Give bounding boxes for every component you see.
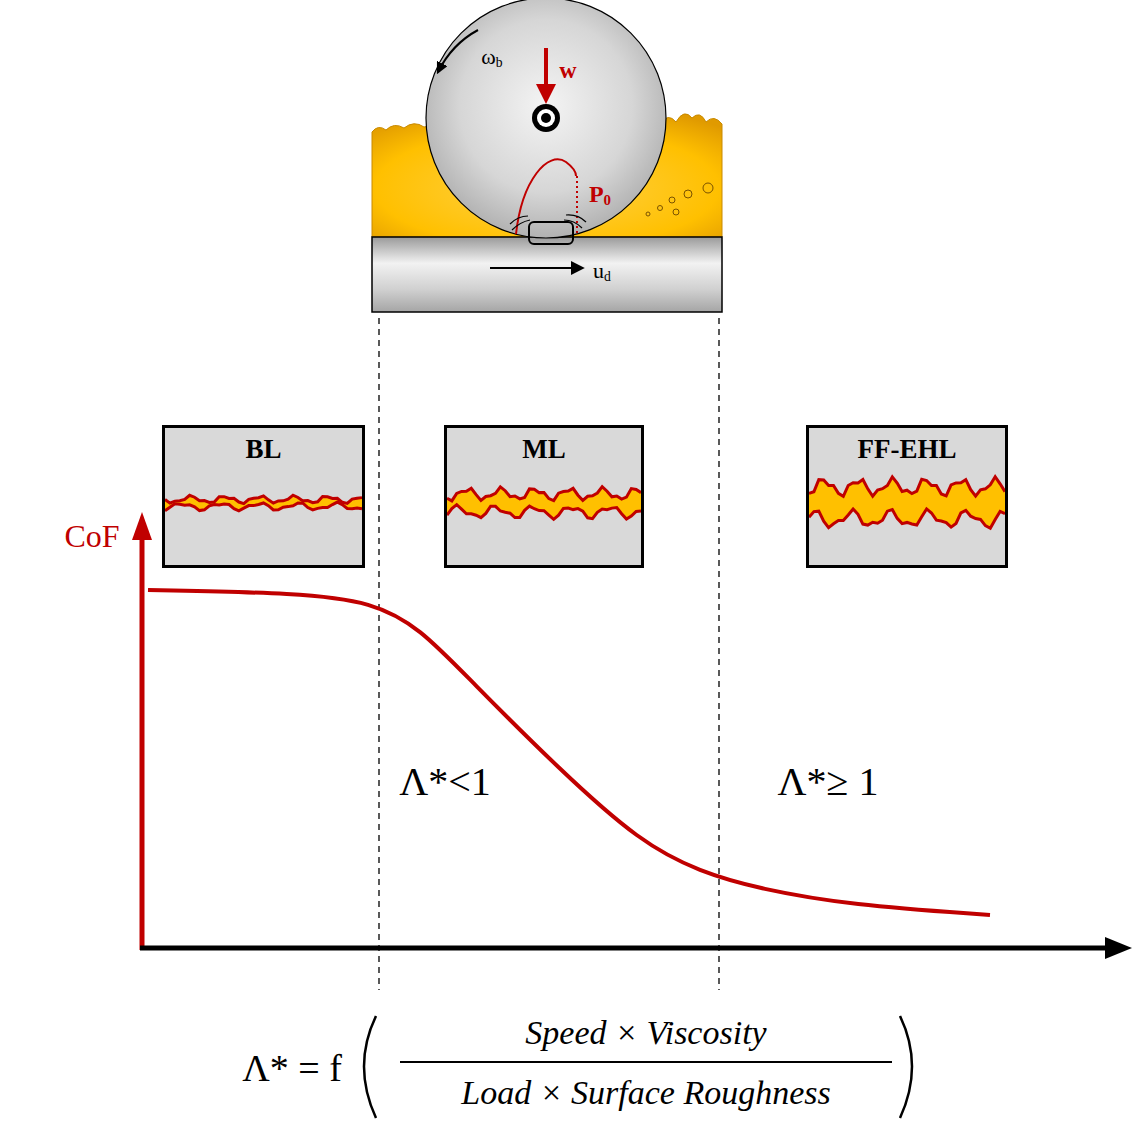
regime-label: Λ*≥ 1 [778,762,879,802]
formula-denominator: Load × Surface Roughness [461,1076,831,1110]
regime-box: BL [162,425,365,568]
rotation-arrow [438,30,478,72]
lubricant-film [809,477,1005,529]
regime-boundary [718,318,719,990]
lubricant-film [165,495,362,511]
y-axis [140,530,145,950]
y-axis-head [132,512,152,540]
regime-box: FF-EHL [806,425,1008,568]
surface-profile [809,477,1005,497]
surface-profile [165,502,362,511]
regime-label: Λ*<1 [399,762,491,802]
regime-panel [444,425,644,568]
rotation-label: ωb [481,46,502,70]
ball-hub [537,109,555,127]
friction-curve [148,590,990,915]
regime-panel [806,425,1008,568]
speed-arrow [490,267,582,269]
load-label: w [559,58,576,82]
bubbles [646,183,713,216]
fraction-bar [400,1061,892,1063]
axis-label: CoF [64,520,119,552]
speed-label: ud [593,260,611,284]
surface-profile [809,509,1005,528]
regime-boundary [378,318,379,990]
surface-profile [447,505,641,520]
ball-hub [532,104,560,132]
ball-hub [541,113,551,123]
contact-zoom [529,222,573,244]
regime-panel [162,425,365,568]
formula-lhs: Λ* = f [242,1049,342,1087]
lubricant-film [447,487,641,520]
regime-box: ML [444,425,644,568]
disc [372,237,722,312]
formula-numerator: Speed × Viscosity [525,1016,766,1050]
x-axis [140,946,1110,951]
regime-title: ML [522,428,566,463]
x-axis-head [1105,937,1132,959]
ball [426,0,666,238]
pressure-label: P0 [589,182,611,209]
open-paren [364,1016,376,1118]
regime-title: FF-EHL [858,428,957,463]
load-arrow [544,48,548,100]
surface-profile [447,487,641,501]
close-paren [900,1016,912,1118]
pressure-drop [576,176,578,236]
regime-title: BL [245,428,281,463]
